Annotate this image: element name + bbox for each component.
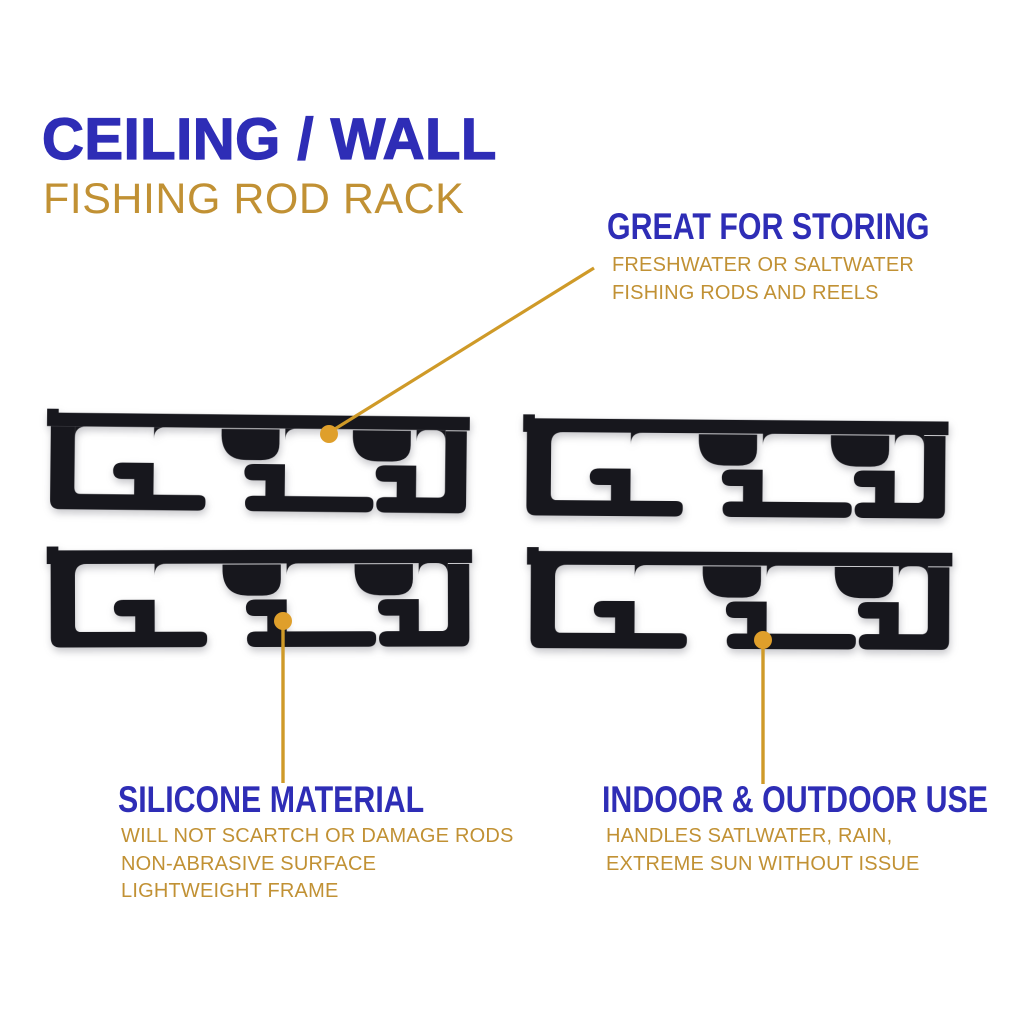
rod-rack-bracket-1 [39, 405, 476, 521]
rod-rack-bracket-4 [521, 543, 958, 657]
callout-usage-lines: HANDLES SATLWATER, RAIN, EXTREME SUN WIT… [606, 823, 920, 878]
callout-usage-line: HANDLES SATLWATER, RAIN, [606, 825, 893, 847]
rod-rack-bracket-2 [517, 410, 955, 525]
callout-usage-heading: INDOOR & OUTDOOR USE [602, 779, 989, 820]
callout-storing-line: FISHING RODS AND REELS [612, 281, 879, 304]
callout-material-line: WILL NOT SCARTCH OR DAMAGE RODS [121, 825, 514, 847]
callout-material: SILICONE MATERIAL [118, 779, 491, 820]
page-subtitle: FISHING ROD RACK [43, 175, 465, 223]
callout-material-heading: SILICONE MATERIAL [118, 779, 425, 820]
page-title: CEILING / WALL [41, 107, 497, 172]
callout-storing-line: FRESHWATER OR SALTWATER [612, 254, 915, 276]
callout-material-lines: WILL NOT SCARTCH OR DAMAGE RODS NON-ABRA… [121, 823, 514, 906]
callout-usage: INDOOR & OUTDOOR USE [602, 779, 1024, 820]
callout-storing-heading: GREAT FOR STORING [607, 206, 930, 247]
callout-storing-lines: FRESHWATER OR SALTWATER FISHING RODS AND… [612, 252, 914, 307]
callout-storing: GREAT FOR STORING [607, 206, 1000, 247]
rod-rack-bracket-3 [41, 541, 478, 654]
callout-usage-line: EXTREME SUN WITHOUT ISSUE [606, 852, 920, 875]
callout-material-line: LIGHTWEIGHT FRAME [121, 880, 339, 902]
callout-material-line: NON-ABRASIVE SURFACE [121, 852, 377, 875]
